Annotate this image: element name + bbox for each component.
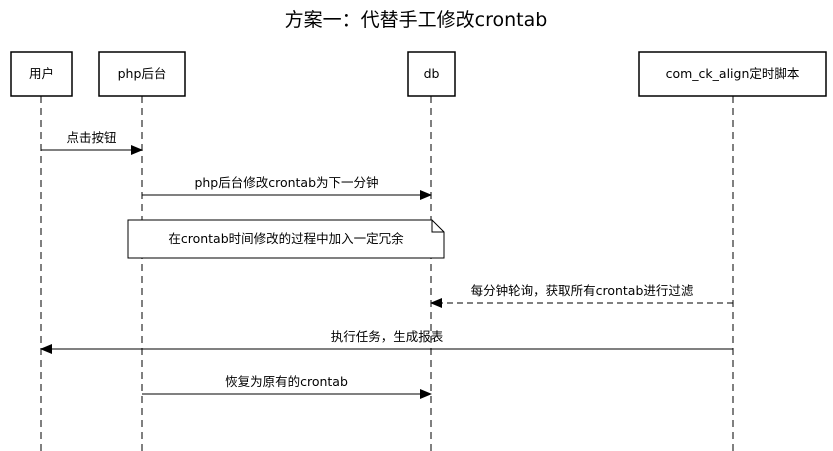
message-run-task-label: 执行任务，生成报表 xyxy=(331,329,444,344)
diagram-title: 方案一：代替手工修改crontab xyxy=(285,9,548,31)
message-restore-crontab-label: 恢复为原有的crontab xyxy=(225,374,348,389)
note-redundancy: 在crontab时间修改的过程中加入一定冗余 xyxy=(127,219,445,259)
participant-user-label: 用户 xyxy=(29,66,54,81)
participant-php-label: php后台 xyxy=(118,66,167,81)
message-poll-crontab: 每分钟轮询，获取所有crontab进行过滤 xyxy=(430,283,733,308)
message-click-button: 点击按钮 xyxy=(41,130,143,155)
message-restore-crontab: 恢复为原有的crontab xyxy=(142,374,432,399)
participant-user: 用户 xyxy=(10,51,73,97)
message-modify-crontab-label: php后台修改crontab为下一分钟 xyxy=(194,175,378,190)
message-click-button-label: 点击按钮 xyxy=(66,130,116,145)
participant-cron-label: com_ck_align定时脚本 xyxy=(666,66,800,81)
participant-db-label: db xyxy=(424,66,440,81)
note-redundancy-text: 在crontab时间修改的过程中加入一定冗余 xyxy=(168,231,404,246)
message-modify-crontab: php后台修改crontab为下一分钟 xyxy=(142,175,432,200)
message-poll-crontab-label: 每分钟轮询，获取所有crontab进行过滤 xyxy=(471,283,694,298)
message-run-task: 执行任务，生成报表 xyxy=(40,329,733,354)
participant-cron: com_ck_align定时脚本 xyxy=(638,51,827,97)
participant-db: db xyxy=(407,51,456,97)
participant-php: php后台 xyxy=(98,51,186,97)
